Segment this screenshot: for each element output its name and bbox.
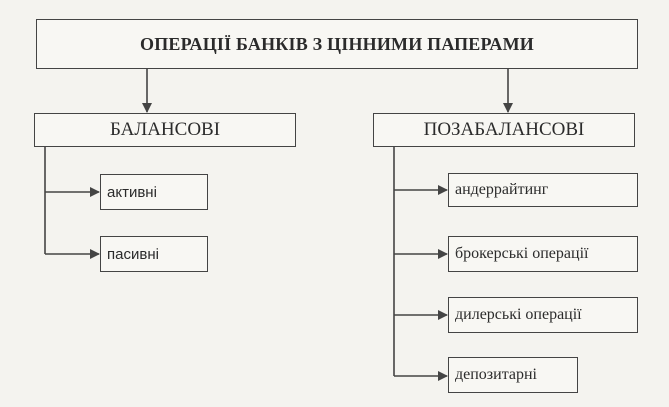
dealer-operations-box: дилерські операції [448, 297, 638, 333]
off-balance-operations-label: ПОЗАБАЛАНСОВІ [423, 119, 585, 140]
depository-operations-box: депозитарні [448, 357, 578, 393]
title-box: ОПЕРАЦІЇ БАНКІВ З ЦІННИМИ ПАПЕРАМИ [36, 19, 638, 69]
brokerage-operations-label: брокерські операції [455, 245, 589, 262]
active-operations-label: активні [107, 183, 157, 201]
dealer-operations-label: дилерські операції [455, 306, 582, 323]
balance-operations-box: БАЛАНСОВІ [34, 113, 296, 147]
depository-operations-label: депозитарні [455, 366, 537, 383]
passive-operations-box: пасивні [100, 236, 208, 272]
balance-operations-label: БАЛАНСОВІ [109, 119, 221, 140]
diagram-title: ОПЕРАЦІЇ БАНКІВ З ЦІННИМИ ПАПЕРАМИ [140, 33, 534, 54]
active-operations-box: активні [100, 174, 208, 210]
underwriting-box: андеррайтинг [448, 173, 638, 207]
passive-operations-label: пасивні [107, 245, 159, 263]
brokerage-operations-box: брокерські операції [448, 236, 638, 272]
underwriting-label: андеррайтинг [455, 181, 549, 198]
off-balance-operations-box: ПОЗАБАЛАНСОВІ [373, 113, 635, 147]
